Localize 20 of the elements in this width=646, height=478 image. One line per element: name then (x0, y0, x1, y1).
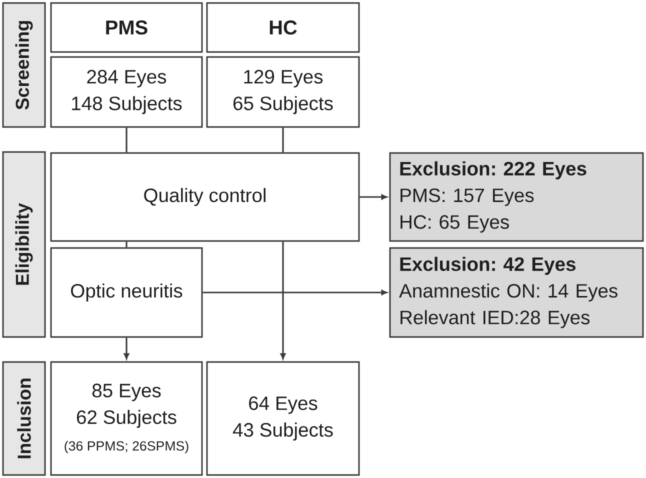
exclusion-box: Exclusion: 222 Eyes PMS: 157 Eyes HC: 65 Eyes (389, 152, 644, 242)
stage-label: Inclusion (2, 361, 46, 476)
arrow (202, 290, 388, 296)
stage-label: Screening (2, 2, 46, 128)
process-box: Quality control (50, 152, 360, 242)
connector-line (282, 128, 284, 152)
arrow (124, 338, 130, 360)
exclusion-box: Exclusion: 42 Eyes Anamnestic ON: 14 Eyes Relevant IED:28 Eyes (389, 247, 644, 338)
group-header: HC (206, 2, 360, 53)
arrow (280, 242, 286, 360)
group-header: PMS (50, 2, 203, 53)
process-box: 85 Eyes 62 Subjects (36 PPMS; 26SPMS) (50, 361, 203, 476)
process-box: 64 Eyes 43 Subjects (206, 361, 360, 476)
stage-label: Eligibility (2, 151, 46, 338)
process-box: Optic neuritis (50, 247, 203, 338)
process-box: 129 Eyes 65 Subjects (206, 56, 360, 128)
process-box: 284 Eyes 148 Subjects (50, 56, 203, 128)
connector-line (126, 242, 128, 248)
arrow (360, 194, 388, 200)
connector-line (126, 128, 128, 152)
